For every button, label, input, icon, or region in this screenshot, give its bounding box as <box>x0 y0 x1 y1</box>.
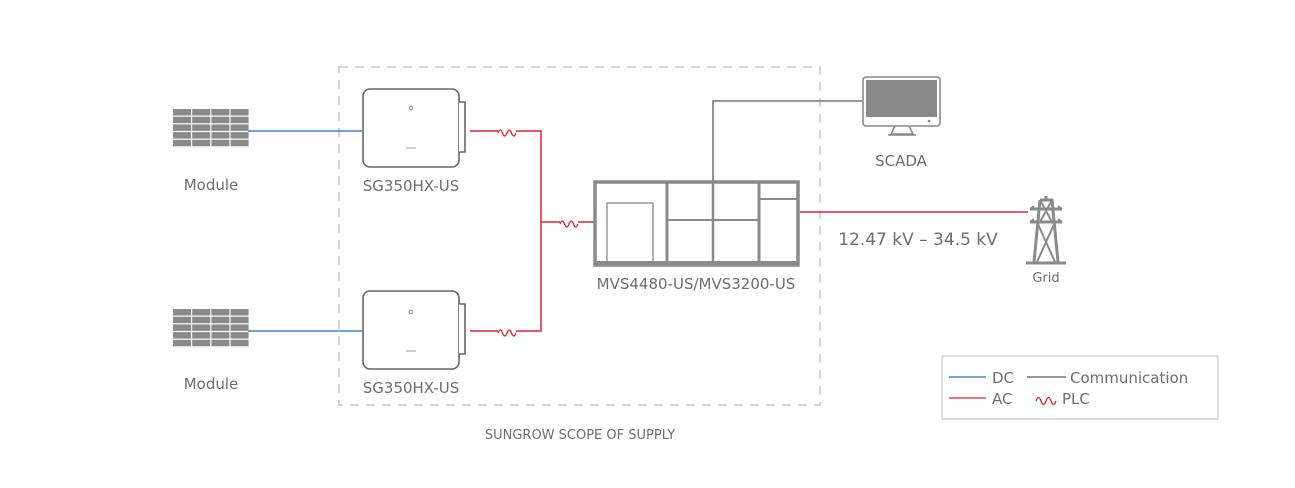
solar-cell <box>192 324 211 331</box>
legend-item-ac: AC <box>949 390 1012 408</box>
solar-cell <box>173 139 191 147</box>
solar-cell <box>230 339 249 347</box>
mv-station-icon <box>593 180 800 267</box>
solar-cell <box>211 132 230 139</box>
plc-wave-icon <box>1035 396 1057 406</box>
grid-label: Grid <box>1032 271 1059 286</box>
solar-cell <box>173 309 191 316</box>
solar-cell <box>230 124 249 131</box>
plc-marker-middle <box>559 217 579 228</box>
module-top-label: Module <box>184 176 239 194</box>
solar-cell <box>192 316 211 324</box>
solar-cell <box>211 116 230 124</box>
module-top[interactable]: Module <box>173 109 249 194</box>
solar-cell <box>230 132 249 139</box>
solar-cell <box>230 109 249 116</box>
solar-cell <box>173 132 191 139</box>
solar-cell <box>173 124 191 131</box>
solar-cell <box>230 332 249 339</box>
solar-cell <box>192 339 211 347</box>
solar-cell <box>230 309 249 316</box>
legend: DC Communication AC PLC <box>941 355 1219 420</box>
scope-of-supply-box <box>338 66 821 406</box>
solar-cell <box>192 124 211 131</box>
svg-text:Communication: Communication <box>1070 369 1188 387</box>
inverter-top[interactable]: SG350HX-US <box>362 88 466 195</box>
solar-cell <box>211 139 230 147</box>
solar-panel-icon <box>173 109 249 147</box>
monitor-icon <box>862 76 941 136</box>
scope-label: SUNGROW SCOPE OF SUPPLY <box>485 428 675 443</box>
solar-panel-icon <box>173 309 249 347</box>
solar-cell <box>211 339 230 347</box>
communication-line <box>712 100 862 182</box>
solar-cell <box>173 339 191 347</box>
solar-cell <box>192 116 211 124</box>
legend-box <box>941 355 1219 420</box>
solar-cell <box>173 116 191 124</box>
solar-cell <box>173 324 191 331</box>
solar-cell <box>173 316 191 324</box>
solar-cell <box>211 324 230 331</box>
grid[interactable]: Grid <box>1026 196 1066 286</box>
inverter-top-label: SG350HX-US <box>363 177 460 195</box>
solar-cell <box>192 309 211 316</box>
mvs-station[interactable]: MVS4480-US/MVS3200-US <box>593 180 800 293</box>
legend-item-plc: PLC <box>1035 390 1090 408</box>
solar-cell <box>192 332 211 339</box>
svg-text:DC: DC <box>992 369 1014 387</box>
solar-cell <box>211 309 230 316</box>
transmission-tower-icon <box>1026 196 1066 265</box>
svg-text:AC: AC <box>992 390 1012 408</box>
solar-cell <box>211 109 230 116</box>
legend-item-dc: DC <box>949 369 1014 387</box>
solar-cell <box>230 324 249 331</box>
solar-cell <box>192 139 211 147</box>
inverter-icon <box>362 88 466 168</box>
solar-cell <box>230 316 249 324</box>
module-bottom[interactable]: Module <box>173 309 249 393</box>
solar-cell <box>230 139 249 147</box>
solar-cell <box>192 132 211 139</box>
solar-cell <box>211 124 230 131</box>
voltage-label: 12.47 kV – 34.5 kV <box>838 230 998 250</box>
solar-cell <box>173 109 191 116</box>
legend-item-communication: Communication <box>1027 369 1188 387</box>
inverter-bottom[interactable]: SG350HX-US <box>362 290 466 397</box>
solar-cell <box>230 116 249 124</box>
module-bottom-label: Module <box>184 375 239 393</box>
svg-text:PLC: PLC <box>1062 390 1090 408</box>
inverter-icon <box>362 290 466 370</box>
mvs-label: MVS4480-US/MVS3200-US <box>597 275 796 293</box>
inverter-bottom-label: SG350HX-US <box>363 379 460 397</box>
solar-cell <box>192 109 211 116</box>
plc-marker-bottom <box>497 326 517 337</box>
plc-marker-top <box>497 126 517 137</box>
solar-cell <box>173 332 191 339</box>
solar-cell <box>211 332 230 339</box>
solar-cell <box>211 316 230 324</box>
scada-label: SCADA <box>875 152 928 170</box>
scada[interactable]: SCADA <box>862 76 941 170</box>
